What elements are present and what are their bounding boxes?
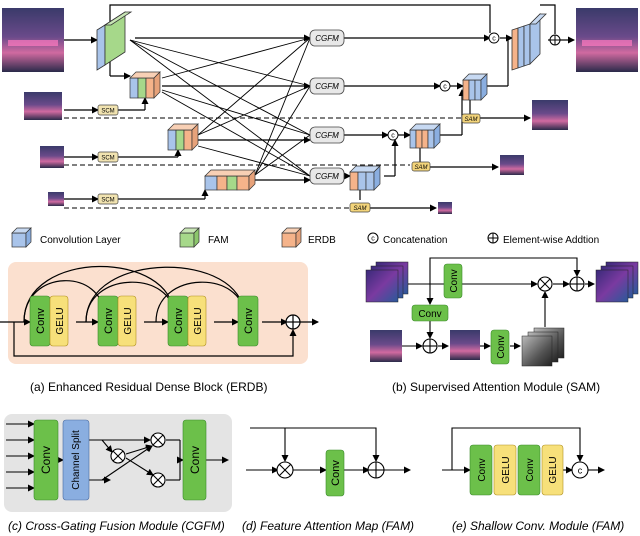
- conv-block-input: [96, 11, 133, 71]
- cgfm-label-1: CGFM: [315, 34, 339, 43]
- sam-conv-middle: [411, 304, 449, 322]
- sam-conv-lower-label: Conv: [496, 335, 507, 358]
- decoder-stack-level2: [409, 123, 441, 149]
- sam-add-output: [569, 276, 585, 292]
- cgfm-block-3: [309, 126, 345, 144]
- caption-b: (b) Supervised Attention Module (SAM): [392, 380, 600, 394]
- sam-add-image: [422, 338, 438, 354]
- cgfm-split-label: Channel Split: [71, 430, 82, 490]
- output-image-half: [532, 100, 568, 130]
- legend-fam: FAM: [208, 235, 229, 246]
- cgfm-block-2: [309, 77, 345, 95]
- concat-symbol-2: c: [443, 84, 447, 91]
- erdb-stack-level1: [129, 71, 161, 99]
- output-image-full: [576, 8, 638, 72]
- erdb-add: [285, 314, 301, 330]
- caption-c: (c) Cross-Gating Fusion Module (CGFM): [8, 519, 225, 533]
- legend-concatenation: Concatenation: [383, 235, 448, 246]
- sam-input-image: [370, 330, 402, 362]
- sam-label-2: SAM: [414, 165, 427, 171]
- fam-conv: [325, 449, 345, 497]
- cgfm-conv-in-label: Conv: [39, 446, 53, 474]
- decoder-stack-level1: [462, 73, 488, 101]
- input-image-full: [2, 8, 64, 72]
- sam-restored-image: [450, 330, 480, 360]
- scm-conv-1: Conv: [477, 458, 488, 481]
- sam-output-features: [595, 261, 639, 303]
- caption-d: (d) Feature Attention Map (FAM): [242, 519, 414, 533]
- concat-symbol-1: c: [492, 36, 496, 43]
- sam-attention-maps: [521, 327, 565, 367]
- erdb-gelu-1: GELU: [55, 307, 66, 334]
- conv-block-output: [511, 13, 547, 71]
- cgfm-multiply-bottom: [150, 472, 166, 488]
- output-image-quarter: [500, 155, 524, 175]
- output-image-eighth: [438, 202, 452, 214]
- sam-conv-upper-label: Conv: [449, 269, 460, 292]
- cgfm-conv-out-label: Conv: [188, 446, 202, 474]
- scm-label-1: SCM: [101, 109, 114, 115]
- caption-e: (e) Shallow Conv. Module (FAM): [452, 519, 624, 533]
- input-image-eighth: [48, 192, 64, 206]
- sam-conv-upper: [443, 263, 463, 299]
- decoder-stack-level3: [349, 165, 381, 191]
- cgfm-conv-in: [33, 419, 59, 501]
- cgfm-channel-split: [62, 419, 90, 501]
- legend-concat-symbol: c: [371, 236, 375, 243]
- erdb-conv-3: Conv: [173, 308, 185, 334]
- fam-multiply: [276, 461, 294, 479]
- input-image-half: [24, 92, 62, 120]
- scm-concat-symbol: c: [578, 466, 583, 476]
- sam-label-1: SAM: [464, 117, 477, 123]
- legend-erdb: ERDB: [308, 235, 336, 246]
- legend-elementwise: Element-wise Addtion: [503, 235, 599, 246]
- input-image-quarter: [40, 146, 64, 168]
- scm-conv-2: Conv: [525, 458, 536, 481]
- erdb-stack-level3: [204, 169, 256, 191]
- sam-multiply: [537, 276, 553, 292]
- sam-conv-lower: [490, 329, 510, 365]
- scm-gelu-1: GELU: [501, 456, 512, 483]
- cgfm-label-4: CGFM: [315, 172, 339, 181]
- fam-conv-label: Conv: [330, 460, 342, 486]
- erdb-conv-4: Conv: [243, 308, 255, 334]
- erdb-stack-level2: [167, 123, 199, 151]
- scm-label-2: SCM: [101, 156, 114, 162]
- legend: [11, 227, 302, 248]
- cgfm-conv-out: [182, 419, 207, 501]
- scm-label-3: SCM: [101, 198, 114, 204]
- cgfm-label-3: CGFM: [315, 131, 339, 140]
- output-add: [549, 34, 561, 46]
- cgfm-label-2: CGFM: [315, 82, 339, 91]
- fam-add: [367, 461, 385, 479]
- cgfm-block-4: [309, 167, 345, 185]
- concat-symbol-3: c: [391, 133, 395, 140]
- erdb-conv-2: Conv: [103, 308, 115, 334]
- erdb-conv-1: Conv: [35, 308, 47, 334]
- sam-label-3: SAM: [353, 206, 366, 212]
- cgfm-multiply-mid: [110, 448, 126, 464]
- scm-gelu-2: GELU: [548, 456, 559, 483]
- erdb-gelu-3: GELU: [193, 307, 204, 334]
- sam-conv-middle-label: Conv: [418, 309, 441, 320]
- erdb-panel: [8, 262, 308, 364]
- cgfm-cross-connections: [129, 37, 311, 177]
- erdb-gelu-2: GELU: [123, 307, 134, 334]
- sam-input-features: [365, 261, 409, 303]
- legend-conv-layer: Convolution Layer: [40, 235, 121, 246]
- cgfm-multiply-top: [150, 432, 166, 448]
- cgfm-block-1: [309, 29, 345, 47]
- caption-a: (a) Enhanced Residual Dense Block (ERDB): [30, 380, 267, 394]
